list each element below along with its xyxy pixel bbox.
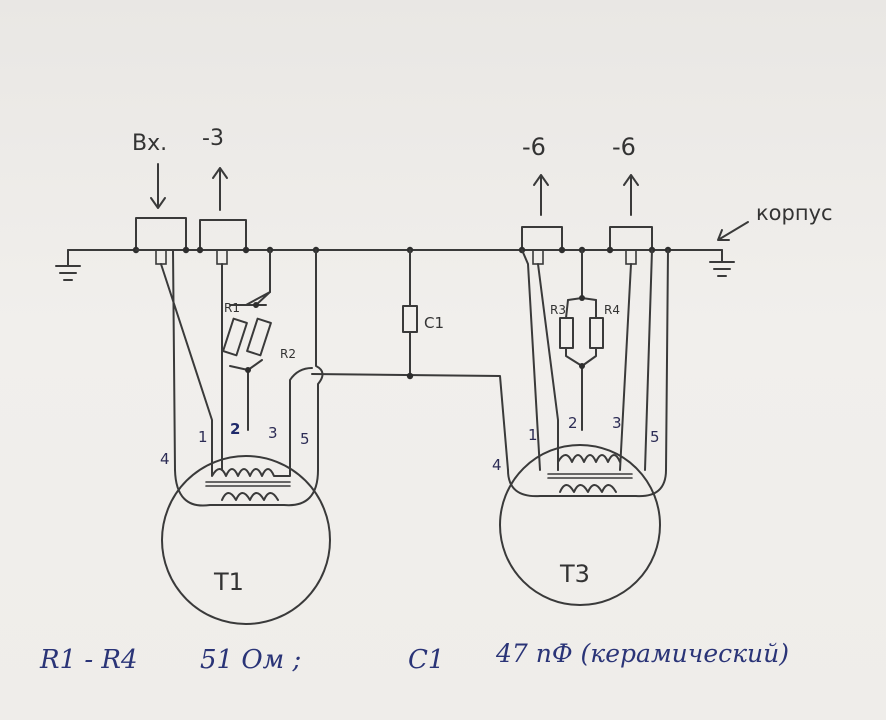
junction-dot [182, 246, 190, 254]
resistor-r2 [246, 317, 272, 357]
t3-pin-label: 1 [528, 426, 538, 444]
connector-out-3 [199, 219, 247, 265]
t1-pin-label: 3 [268, 424, 278, 442]
junction-dot [245, 367, 251, 373]
t1-pin-label: 4 [160, 450, 170, 468]
junction-dot [253, 302, 259, 308]
c1-label: C1 [424, 314, 444, 332]
connector-input [135, 217, 187, 265]
resistor-r1 [222, 317, 248, 357]
t3-pin-label: 2 [568, 414, 578, 432]
t3-pin-label: 3 [612, 414, 622, 432]
chassis-label: корпус [756, 201, 833, 225]
t3-pin-label: 4 [492, 456, 502, 474]
r2-label: R2 [280, 347, 296, 361]
r1-r2-top-node [229, 291, 271, 306]
output-arrow-left [212, 167, 228, 211]
t1-wire-pin-right [289, 367, 313, 471]
t1-wire-pin4 [135, 249, 176, 471]
t1-pin-label: 5 [300, 430, 310, 448]
connector-out-6-left [521, 226, 563, 265]
t1-t3-bridge [311, 373, 509, 471]
legend-capacitor: C1 [408, 645, 444, 675]
output-arrow-right [623, 174, 639, 216]
ground-symbol-right [709, 249, 735, 277]
t1-pin-label: 2 [230, 420, 240, 438]
t1-wire-pin5 [315, 249, 324, 471]
legend-resistor-value: 51 Ом ; [200, 645, 301, 675]
junction-dot [606, 246, 614, 254]
junction-dot [242, 246, 250, 254]
t3-label: T3 [559, 560, 590, 588]
chassis-pointer-arrow [717, 221, 749, 241]
t3-wire-pin3 [619, 263, 632, 471]
input-arrow [150, 163, 166, 209]
t1-wire-pin1 [160, 263, 213, 471]
resistor-r4 [589, 317, 604, 349]
legend-resistors: R1 - R4 [39, 645, 138, 675]
output-label-left: -3 [202, 126, 224, 151]
junction-dot [579, 295, 585, 301]
t3-wire-pin1-in [537, 263, 559, 471]
t3-wire-pin1 [521, 249, 541, 471]
output-label-mid: -6 [522, 133, 546, 161]
junction-dot [406, 372, 414, 380]
junction-dot [579, 363, 585, 369]
ground-symbol-left [55, 249, 81, 281]
t3-wire-right [665, 249, 669, 471]
resistor-r3 [559, 317, 574, 349]
r4-label: R4 [604, 303, 620, 317]
input-label: Вх. [132, 131, 167, 156]
r1-label: R1 [224, 301, 240, 315]
capacitor-c1 [402, 305, 418, 333]
t1-label: T1 [213, 568, 244, 596]
t3-wire-pin5 [644, 249, 653, 471]
output-arrow-mid [533, 174, 549, 216]
connector-out-6-right [609, 226, 653, 265]
r3-label: R3 [550, 303, 566, 317]
legend-capacitor-value: 47 пФ (керамический) [495, 639, 789, 668]
transformer-t3 [499, 444, 667, 606]
output-label-right: -6 [612, 133, 636, 161]
transformer-t1 [161, 455, 331, 625]
t1-pin-label: 1 [198, 428, 208, 446]
junction-dot [196, 246, 204, 254]
junction-dot [558, 246, 566, 254]
t3-pin-label: 5 [650, 428, 660, 446]
